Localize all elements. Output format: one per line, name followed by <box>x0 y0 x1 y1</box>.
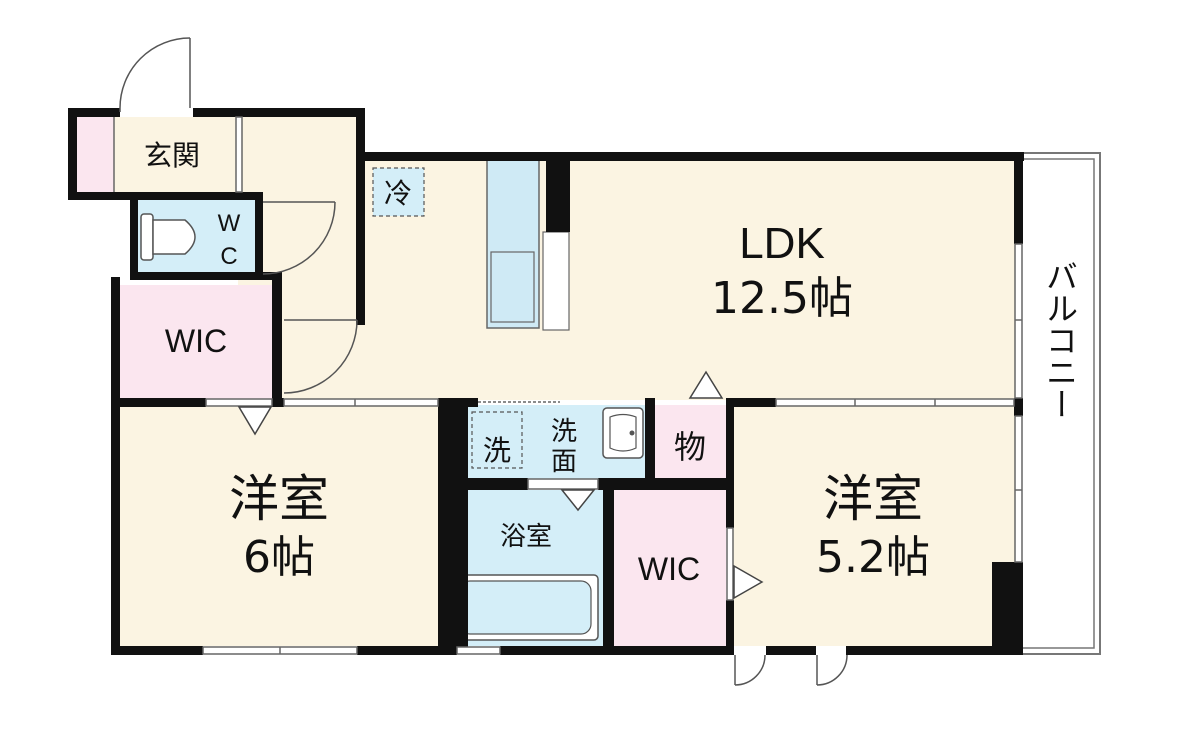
toilet-icon <box>140 213 196 261</box>
wc-label-w: W <box>218 210 241 237</box>
entrance-floor <box>114 117 238 192</box>
marker-bathroom <box>560 489 596 512</box>
ldk-door-icon <box>283 319 358 394</box>
washer-label: 洗 <box>483 434 511 467</box>
kitchen-sink <box>490 251 535 323</box>
balcony-label: バルコニー <box>1041 260 1079 420</box>
wic-right-label: WIC <box>638 551 700 587</box>
ldk-floor <box>365 160 1015 400</box>
walls <box>68 108 1024 655</box>
washer-space <box>471 411 523 469</box>
wic-left-floor <box>120 285 272 400</box>
room-left-floor <box>120 406 440 646</box>
ldk-size: 12.5帖 <box>711 273 853 324</box>
balcony <box>1022 152 1101 655</box>
hall-lower-floor <box>280 275 365 400</box>
washbasin-icon <box>602 407 644 459</box>
marker-ldk-storage <box>688 370 724 399</box>
room-left-name: 洋室 <box>229 470 329 528</box>
wc-label-c: C <box>220 243 237 270</box>
entrance-label: 玄関 <box>144 139 200 172</box>
room-right-size: 5.2帖 <box>816 532 930 583</box>
entrance-door-icon <box>119 37 191 112</box>
door-markers <box>237 370 764 600</box>
openings <box>113 116 1023 655</box>
bathtub-icon <box>452 574 599 641</box>
wic-right-floor <box>614 490 726 646</box>
kitchen-partition <box>542 231 570 331</box>
room-right-door-1-icon <box>734 654 766 686</box>
labels: 玄関 W C WIC 冷 LDK 12.5帖 洋室 6帖 洗 洗 面 物 浴室 … <box>144 139 1079 587</box>
room-right-floor <box>733 406 1015 646</box>
wc-door-icon <box>262 201 336 275</box>
marker-room-left <box>237 406 273 436</box>
balcony-rail <box>1022 158 1095 649</box>
fridge-space <box>372 167 425 217</box>
doors <box>119 37 848 686</box>
room-right-name: 洋室 <box>823 470 923 528</box>
room-left-size: 6帖 <box>243 532 315 583</box>
room-right-door-2-icon <box>816 654 848 686</box>
washroom-label-bottom: 面 <box>551 447 577 477</box>
bathroom-label: 浴室 <box>500 522 552 552</box>
entrance-tile <box>77 117 114 192</box>
fridge-label: 冷 <box>384 177 412 210</box>
balcony-outline <box>1022 152 1101 655</box>
marker-room-right <box>733 564 764 600</box>
washroom-label-top: 洗 <box>551 417 577 447</box>
storage-label: 物 <box>674 428 706 466</box>
wic-left-label: WIC <box>165 323 227 359</box>
fixtures <box>140 159 644 641</box>
storage-floor <box>655 405 727 480</box>
ldk-name: LDK <box>739 219 825 268</box>
